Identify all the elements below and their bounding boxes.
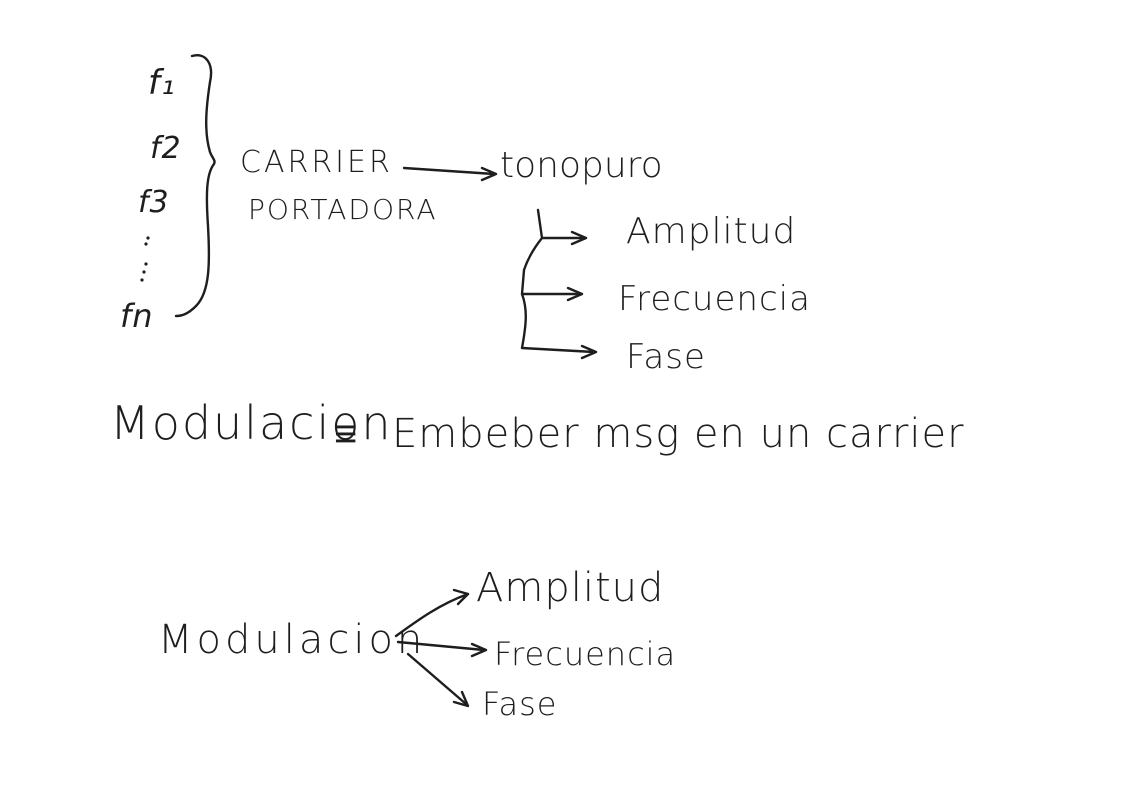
- pure-tone-label: tonopuro: [500, 145, 663, 186]
- ellipsis-dot: [144, 242, 148, 246]
- definition-meaning: Embeber msg en un carrier: [392, 411, 965, 457]
- modulation-frequency-arrow: [396, 640, 486, 652]
- tone-frequency-label: Frecuencia: [618, 279, 811, 319]
- tone-amplitude-arrowhead: [570, 230, 588, 246]
- frequency-brace: [174, 54, 216, 318]
- definition-term: Modulacion: [110, 396, 393, 450]
- frequency-fn: fn: [120, 297, 154, 335]
- carrier-label: CARRIER: [240, 145, 393, 180]
- portadora-label: PORTADORA: [248, 193, 438, 226]
- tone-frequency-arrowhead: [566, 286, 584, 302]
- modulation-phase-label: Fase: [482, 685, 558, 723]
- tone-properties-connector: [520, 208, 596, 354]
- ellipsis-dot: [144, 262, 148, 266]
- modulation-frequency-label: Frecuencia: [494, 635, 677, 673]
- equivalence-symbol: ≡: [334, 411, 359, 457]
- modulation-phase-arrow: [406, 652, 468, 706]
- modulation-amplitude-arrowhead: [452, 588, 470, 606]
- modulation-types-term: Modulacion: [158, 617, 427, 663]
- modulation-frequency-arrowhead: [470, 642, 488, 658]
- frequency-f2: f2: [150, 131, 182, 166]
- tone-phase-arrowhead: [580, 344, 598, 360]
- ellipsis-dot: [146, 236, 150, 240]
- modulation-phase-arrowhead: [452, 690, 470, 708]
- carrier-to-tone-arrow: [402, 166, 496, 176]
- frequency-f3: f3: [138, 185, 170, 220]
- ellipsis-dot: [140, 278, 144, 282]
- tone-amplitude-label: Amplitud: [626, 211, 797, 252]
- ellipsis-dot: [142, 270, 146, 274]
- carrier-to-tone-arrowhead: [480, 166, 498, 182]
- tone-phase-label: Fase: [626, 337, 706, 377]
- modulation-amplitude-label: Amplitud: [476, 565, 665, 611]
- frequency-f1: f₁: [148, 63, 176, 103]
- modulation-amplitude-arrow: [394, 592, 470, 638]
